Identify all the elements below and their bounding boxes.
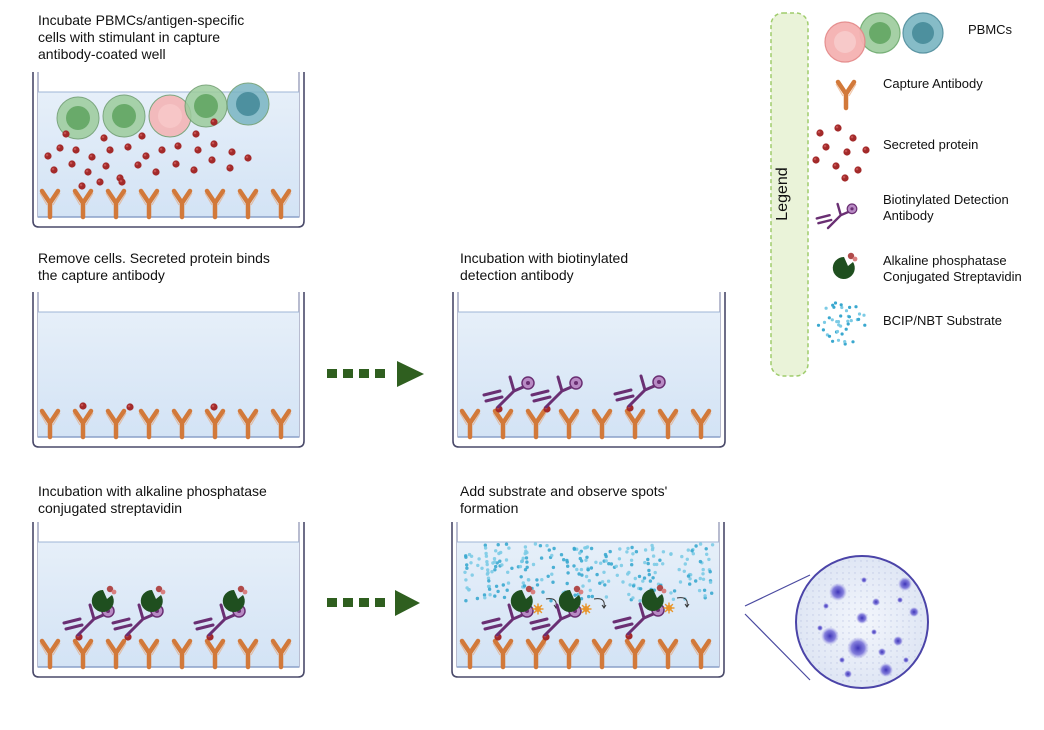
well-step3 [452, 292, 726, 448]
step4-caption: Incubation with alkaline phosphatase con… [38, 483, 267, 516]
streptavidin-icon [832, 252, 858, 279]
pbmc-cells-icon [824, 12, 944, 63]
secreted-protein-icon [812, 124, 870, 182]
capture-antibody-icon [836, 82, 856, 108]
arrow-step4-to-step5 [327, 590, 420, 616]
step2-caption: Remove cells. Secreted protein binds the… [38, 250, 270, 283]
step3-caption: Incubation with biotinylated detection a… [460, 250, 629, 283]
legend-title: Legend [774, 167, 791, 221]
legend-label-streptavidin: Alkaline phosphatase Conjugated Streptav… [883, 253, 1022, 284]
legend-label-capture-antibody: Capture Antibody [883, 76, 983, 91]
legend-label-pbmcs: PBMCs [968, 22, 1013, 37]
step5-caption: Add substrate and observe spots' formati… [460, 483, 668, 516]
arrow-step2-to-step3 [327, 361, 424, 387]
detection-antibody-icon [815, 202, 858, 230]
well-step4 [32, 522, 305, 678]
substrate-icon [816, 301, 867, 346]
legend-label-substrate: BCIP/NBT Substrate [883, 313, 1002, 328]
legend-label-detection-antibody: Biotinylated Detection Antibody [883, 192, 1009, 223]
legend-box [770, 12, 809, 377]
legend-label-secreted-protein: Secreted protein [883, 137, 979, 152]
step1-caption: Incubate PBMCs/antigen-specific cells wi… [38, 12, 245, 62]
well-step1 [32, 72, 305, 228]
well-step2 [32, 292, 305, 448]
well-step5 [451, 522, 725, 678]
zoom-magnifier [744, 555, 929, 689]
